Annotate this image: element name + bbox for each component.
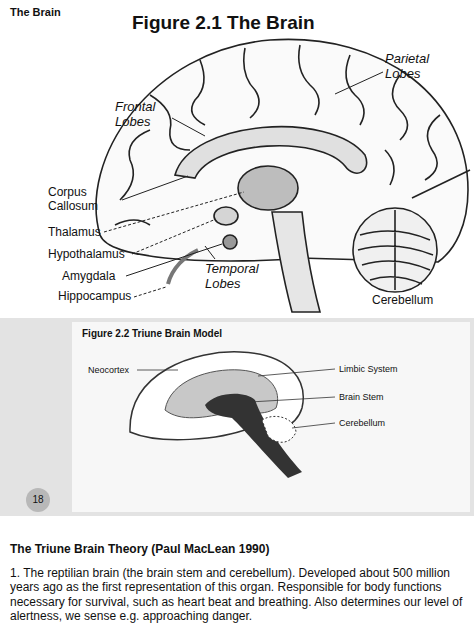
page-number: 18	[26, 494, 50, 506]
part-label: Thalamus	[48, 226, 128, 240]
part-label: Corpus Callosum	[48, 186, 120, 214]
section-heading: The Triune Brain Theory (Paul MacLean 19…	[10, 543, 464, 557]
page-badge	[26, 488, 50, 512]
part-label: Frontal Lobes	[115, 100, 170, 130]
part-label: Temporal Lobes	[205, 262, 265, 292]
figure-title: Figure 2.1 The Brain	[132, 12, 432, 34]
part-label: Hippocampus	[58, 290, 138, 304]
part-label: Brain Stem	[339, 392, 429, 402]
triune-figure	[130, 352, 303, 478]
body-paragraph: 1. The reptilian brain (the brain stem a…	[10, 566, 465, 624]
part-label: Neocortex	[88, 365, 148, 375]
part-label: Cerebellum	[372, 294, 452, 308]
part-label: Limbic System	[339, 364, 429, 374]
part-label: Cerebellum	[339, 418, 429, 428]
part-label: Hypothalamus	[48, 248, 132, 262]
figure-panel-inner	[72, 322, 470, 512]
figure-panel	[0, 318, 474, 516]
part-label: Amygdala	[62, 270, 126, 284]
leader-lines	[137, 369, 335, 428]
brain-figure	[96, 39, 470, 312]
leader-lines	[104, 72, 383, 297]
part-label: Parietal Lobes	[385, 52, 445, 82]
figure-title: Figure 2.2 Triune Brain Model	[82, 328, 332, 340]
